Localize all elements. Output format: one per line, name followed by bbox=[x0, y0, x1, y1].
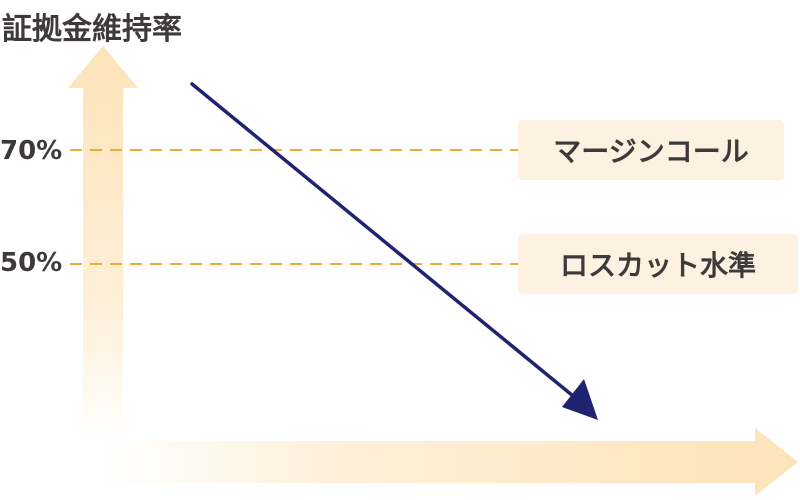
tick-label-50: 50% bbox=[0, 248, 63, 278]
vertical-axis-arrow bbox=[68, 46, 138, 440]
loss-cut-label: ロスカット水準 bbox=[559, 249, 756, 282]
chart-title: 証拠金維持率 bbox=[2, 12, 182, 47]
margin-call-badge: マージンコール bbox=[518, 120, 784, 180]
margin-call-label: マージンコール bbox=[553, 135, 749, 168]
loss-cut-badge: ロスカット水準 bbox=[518, 234, 798, 294]
decline-arrow-head bbox=[562, 379, 598, 420]
decline-arrow-shaft bbox=[190, 82, 580, 402]
tick-label-70: 70% bbox=[0, 136, 63, 166]
horizontal-axis-arrow bbox=[100, 428, 798, 496]
